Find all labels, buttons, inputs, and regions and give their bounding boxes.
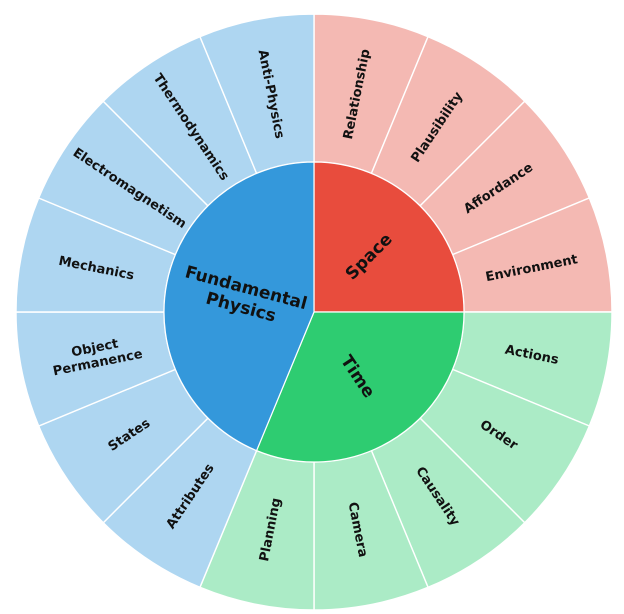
category-wedge-physics [163,161,315,452]
outer-ring [15,13,613,611]
category-wedge-time [255,311,465,463]
category-wedge-space [313,161,465,313]
inner-ring [163,161,465,463]
